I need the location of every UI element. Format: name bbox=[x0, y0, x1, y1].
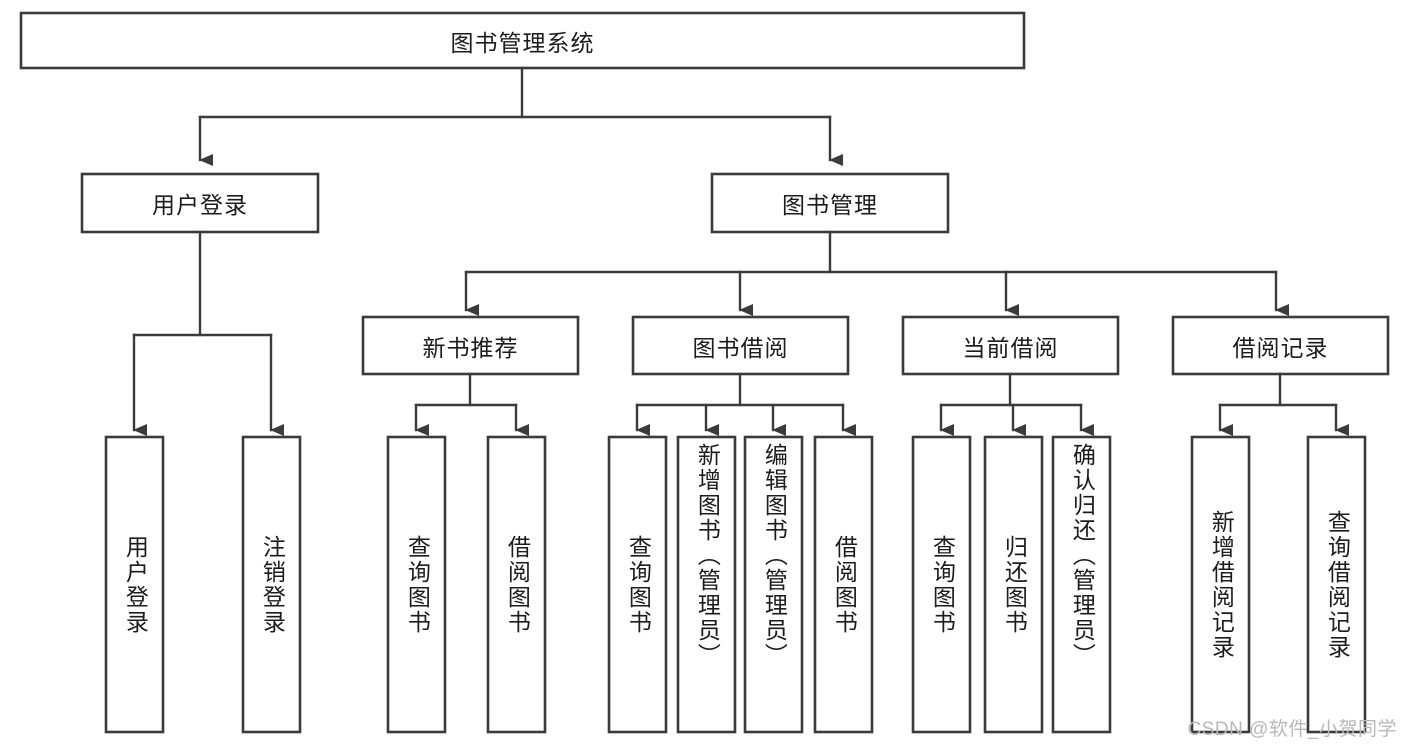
leaf-box-book-borrow-3[interactable] bbox=[813, 435, 874, 734]
leaf-box-borrow-record-1[interactable] bbox=[1306, 435, 1367, 734]
leaf-box-user-login-1[interactable] bbox=[241, 435, 302, 734]
leaf-box-borrow-record-0[interactable] bbox=[1190, 435, 1251, 734]
leaf-box-current-borrow-1[interactable] bbox=[983, 435, 1044, 734]
leaf-box-current-borrow-2[interactable] bbox=[1051, 435, 1112, 734]
leaf-box-book-borrow-0[interactable] bbox=[607, 435, 668, 734]
node-current-borrow-box[interactable] bbox=[901, 315, 1120, 376]
node-root-box[interactable] bbox=[19, 11, 1026, 70]
leaf-box-book-borrow-1[interactable] bbox=[676, 435, 737, 734]
node-book-borrow-box[interactable] bbox=[631, 315, 850, 376]
leaf-box-current-borrow-0[interactable] bbox=[911, 435, 972, 734]
leaf-box-book-borrow-2[interactable] bbox=[743, 435, 804, 734]
node-book-management-box[interactable] bbox=[710, 172, 950, 234]
leaf-box-user-login-0[interactable] bbox=[104, 435, 165, 734]
node-borrow-record-box[interactable] bbox=[1171, 315, 1390, 376]
node-new-book-recommend-box[interactable] bbox=[361, 315, 580, 376]
leaf-box-new-book-1[interactable] bbox=[486, 435, 547, 734]
node-user-login-box[interactable] bbox=[80, 172, 320, 234]
leaf-box-new-book-0[interactable] bbox=[386, 435, 447, 734]
